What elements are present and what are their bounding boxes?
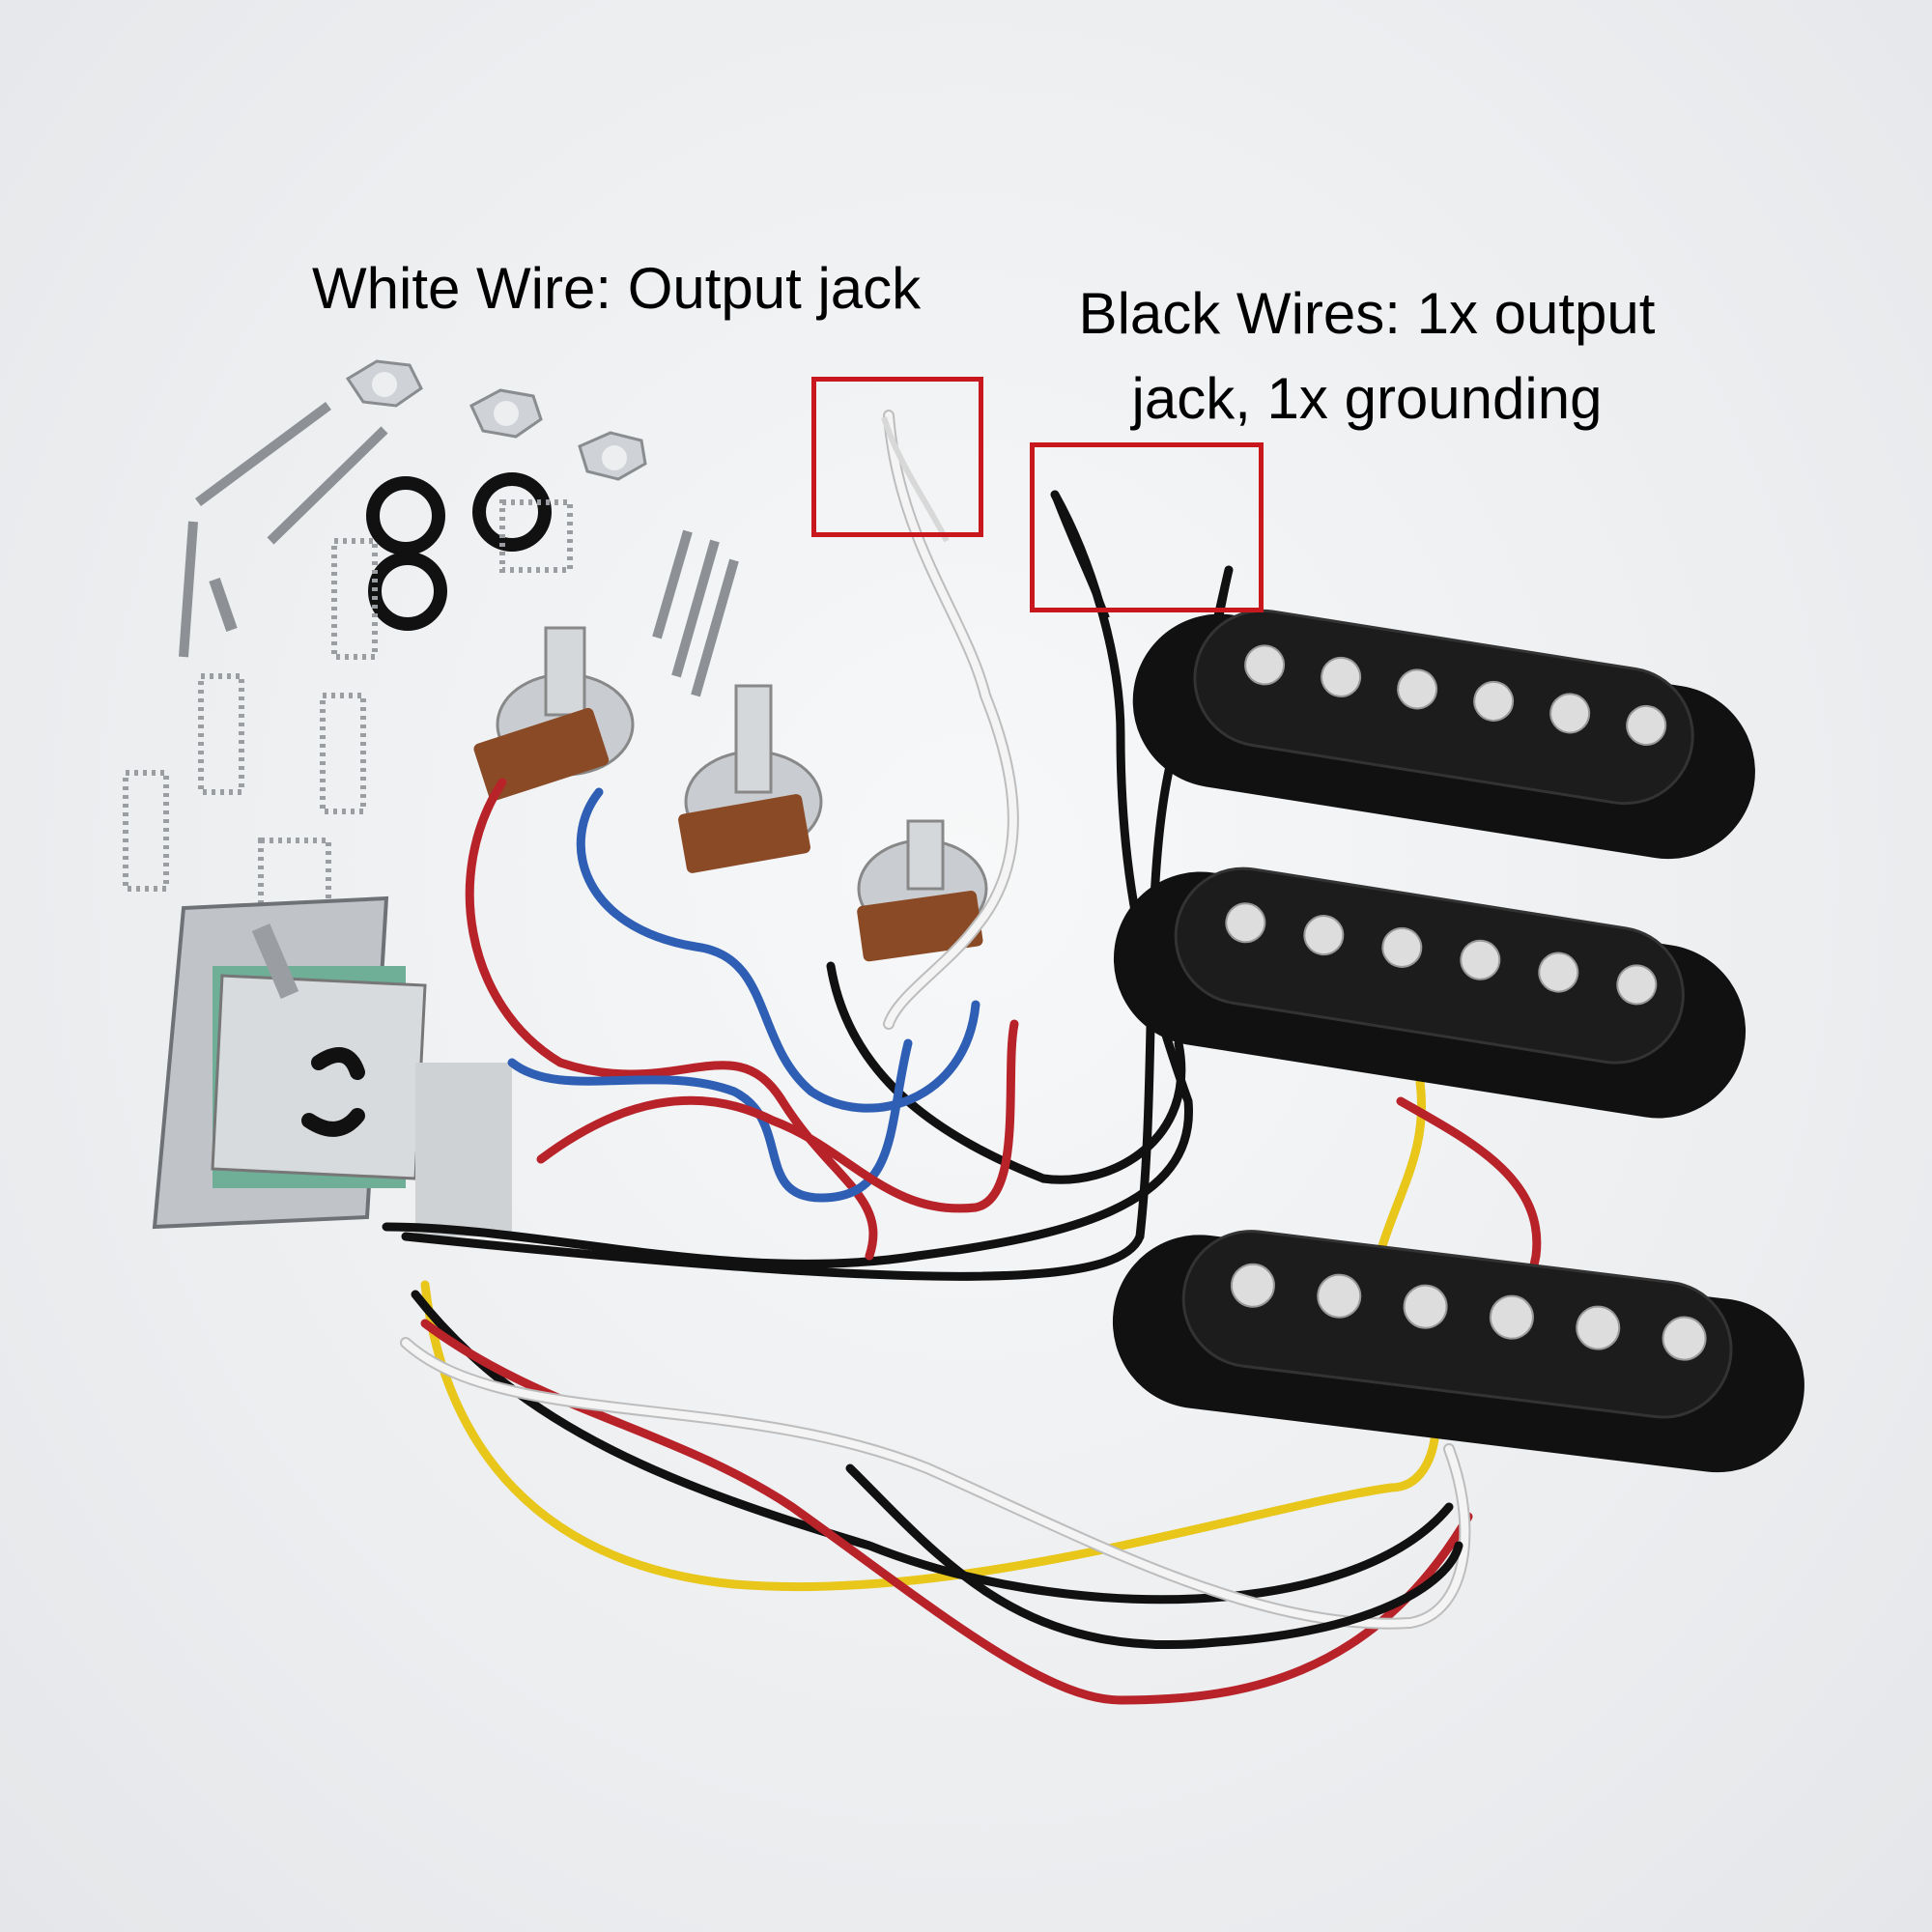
pickups [1112,609,1804,1473]
white-wire-annotation: White Wire: Output jack [312,256,922,321]
hardware-parts [123,359,739,921]
potentiometers [473,626,988,962]
black-wires-annotation-line1: Black Wires: 1x output [1078,281,1656,346]
selector-switch [152,895,512,1236]
black-wires-highlight-box [1030,442,1264,612]
black-wires-annotation-line2: jack, 1x grounding [1131,366,1603,431]
wires [382,410,1542,1705]
white-wire-highlight-box [811,377,983,537]
